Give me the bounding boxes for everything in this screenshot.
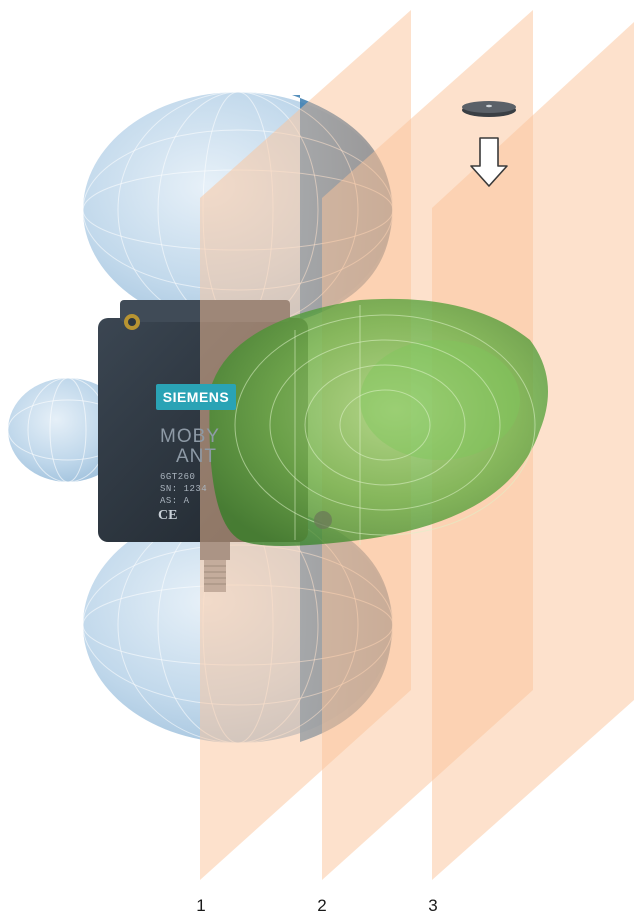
antenna-serial-number: SN: 1234 [160,484,208,494]
plane-3 [432,22,634,880]
transponder-disc-icon [462,101,516,117]
plane-label-2: 2 [317,896,327,915]
antenna-model-line-1: MOBY [160,426,220,447]
field-lobe-green [209,298,548,546]
antenna-as-label: AS: A [160,496,190,506]
antenna-model-line-2: ANT [176,446,217,467]
antenna-order-number: 6GT260 [160,472,196,482]
plane-label-3: 3 [428,896,438,915]
plane-label-1: 1 [196,896,206,915]
down-arrow-icon [470,137,508,187]
ce-mark: CE [158,508,178,523]
antenna-brand-label: SIEMENS [156,384,236,410]
